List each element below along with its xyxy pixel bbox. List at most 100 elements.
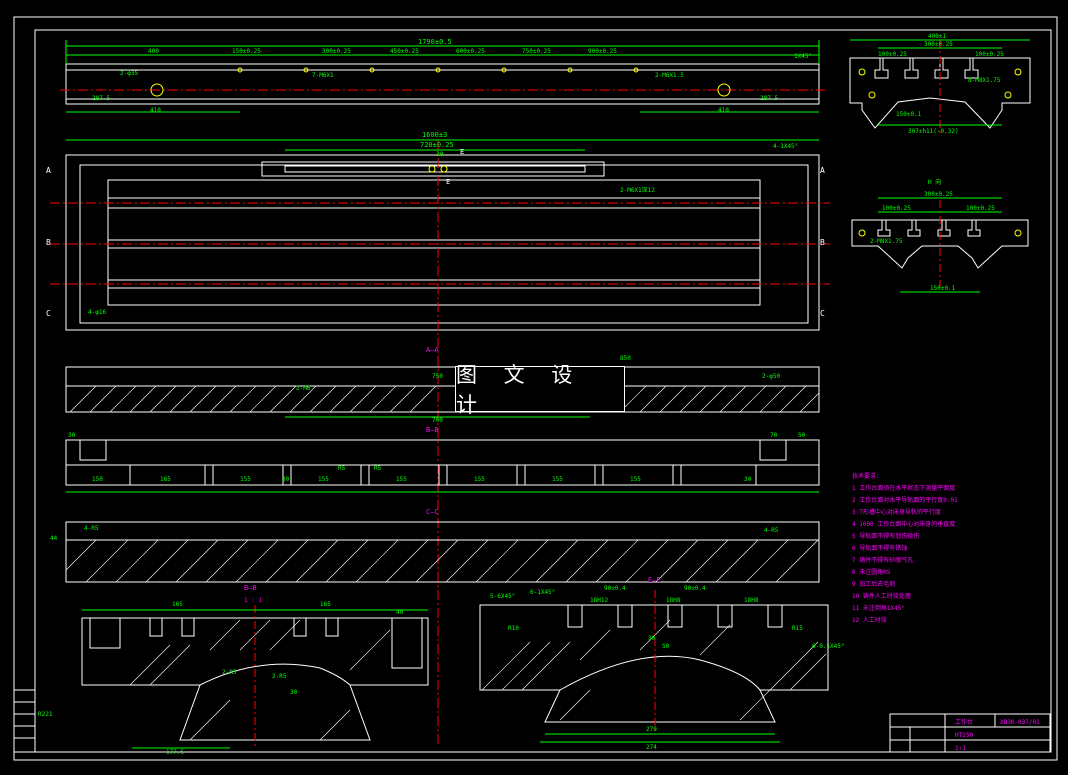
section-aa-title: A—A xyxy=(426,346,439,354)
section-a-right: A xyxy=(820,166,825,175)
top-label-right-offset: 287.5 xyxy=(760,95,778,102)
top-dim-750: 750±0.25 xyxy=(522,48,551,55)
ee-slot-h8-a: 18H8 xyxy=(666,597,681,604)
plan-dim-chamfer: 4-1X45° xyxy=(773,143,798,150)
top-label-left-410: 410 xyxy=(150,107,161,114)
top-total-dim: 1790±0.5 xyxy=(418,38,452,46)
plan-view: 1600±3 720±0.25 30 4-1X45° 2-M6X1深12 4-φ… xyxy=(46,131,830,745)
left-margin-cells xyxy=(13,689,36,753)
aa-dim-700: 700 xyxy=(432,417,443,424)
top-label-threads: 7-M6X1 xyxy=(312,72,334,79)
tech-note-2: 2 工作台面对水平导轨面的平行度0.01 xyxy=(852,496,958,504)
section-c-left: C xyxy=(46,309,51,318)
ee-slot-h8-b: 18H8 xyxy=(744,597,759,604)
ee-dim-90-right: 90±0.4 xyxy=(684,585,706,592)
bb-dim-150: 150 xyxy=(92,476,103,483)
end-dim-150: 150±0.1 xyxy=(896,111,922,118)
top-label-holes: 2-φ35 xyxy=(120,70,138,77)
tech-notes: 技术要求: 1 工作台面须在水平状态下测量平面度 2 工作台面对水平导轨面的平行… xyxy=(852,472,958,624)
bb-dim-155-d: 155 xyxy=(474,476,485,483)
h-dim-150: 150±0.1 xyxy=(930,285,956,292)
section-b-left: B xyxy=(46,238,51,247)
inner-frame xyxy=(34,29,1052,753)
ee-dim-90-left: 90±0.4 xyxy=(604,585,626,592)
bb-dim-155-f: 155 xyxy=(630,476,641,483)
top-dim-400: 400 xyxy=(148,48,159,55)
detail-dim-30: 30 xyxy=(290,689,298,696)
cc-dim-44: 44 xyxy=(50,535,58,542)
detail-radius-left: 2-R5 xyxy=(222,669,237,676)
plan-dim-holes: 4-φ16 xyxy=(88,309,106,316)
bb-dim-155-e: 155 xyxy=(552,476,563,483)
bb-dim-155-c: 155 xyxy=(396,476,407,483)
title-scale: 1:1 xyxy=(955,745,966,752)
top-view: 1790±0.5 400 150±0.25 300±0.25 450±0.25 … xyxy=(60,38,825,114)
tech-note-9: 9 加工后去毛刺 xyxy=(852,580,895,588)
top-dim-300: 300±0.25 xyxy=(322,48,351,55)
detail-bb-title: B—B xyxy=(244,584,257,592)
tech-note-8: 8 未注圆角R5 xyxy=(852,568,891,576)
aa-dim-750: 750 xyxy=(432,373,443,380)
tech-note-6: 6 导轨面不得有锈蚀 xyxy=(852,544,907,552)
section-cc: C—C 4-R5 4-R5 44 xyxy=(50,508,820,583)
h-view: H 向 300±0.25 100±0.25 100±0.25 2-M8X1.75… xyxy=(851,178,1029,293)
bb-dim-r5-b: R5 xyxy=(374,465,382,472)
bb-dim-r5-a: R5 xyxy=(338,465,346,472)
aa-threads: 2-M6 xyxy=(296,385,311,392)
top-label-threads-2: 2-M6X1.5 xyxy=(655,72,684,79)
section-a-left: A xyxy=(46,166,51,175)
h-view-title: H 向 xyxy=(928,178,941,186)
h-dim-100-right: 100±0.25 xyxy=(966,205,995,212)
title-block: XB3K-037/01 工作台 HT250 1:1 xyxy=(889,713,1051,753)
title-material: HT250 xyxy=(955,732,973,739)
detail-dim-40: 40 xyxy=(396,609,404,616)
section-e-bottom: E xyxy=(446,178,450,186)
bb-dim-30-b: 30 xyxy=(744,476,752,483)
section-b-right: B xyxy=(820,238,825,247)
plan-dim-1600: 1600±3 xyxy=(422,131,447,139)
detail-bb-scale: 1 : 1 xyxy=(244,597,262,604)
ee-chamfer-5: 5-6X45° xyxy=(490,593,515,600)
end-view: 400±1 300±0.25 100±0.25 100±0.25 307±h11… xyxy=(849,33,1031,135)
detail-dim-165-left: 165 xyxy=(172,601,183,608)
ee-dim-274: 274 xyxy=(646,744,657,751)
ee-radius-10: R10 xyxy=(508,625,519,632)
top-label-left-offset: 287.5 xyxy=(92,95,110,102)
tech-notes-title: 技术要求: xyxy=(852,472,880,480)
title-drawing-no: XB3K-037/01 xyxy=(1000,719,1040,726)
tech-note-10: 10 铸件人工时效处理 xyxy=(852,592,911,600)
plan-dim-30: 30 xyxy=(436,151,444,158)
end-dim-100-right: 100±0.25 xyxy=(975,51,1004,58)
bb-dim-155-a: 155 xyxy=(240,476,251,483)
cc-radius-right: 4-R5 xyxy=(764,527,779,534)
plan-dim-720: 720±0.25 xyxy=(420,141,454,149)
aa-holes: 2-φ50 xyxy=(762,373,780,380)
ee-dim-270: 270 xyxy=(646,726,657,733)
tech-note-12: 12 人工时效 xyxy=(852,616,887,624)
bb-dim-30: 30 xyxy=(68,432,76,439)
detail-dim-165-right: 165 xyxy=(320,601,331,608)
top-label-right-410: 410 xyxy=(718,107,729,114)
top-dim-chamfer: 1X45° xyxy=(794,53,812,60)
top-dim-900: 900±0.25 xyxy=(588,48,617,55)
watermark-banner: 图 文 设 计 xyxy=(455,363,625,417)
ee-dim-50: 50 xyxy=(662,643,670,650)
h-dim-threads-left: 2-M8X1.75 xyxy=(870,238,903,245)
ee-chamfer-6: 6-1X45° xyxy=(530,589,555,596)
tech-note-4: 4 1000 工作台面中心对床身的垂直度 xyxy=(852,520,955,528)
top-dim-150: 150±0.25 xyxy=(232,48,261,55)
title-part-name: 工作台 xyxy=(955,718,973,726)
detail-dim-177: 177.5 xyxy=(166,749,184,756)
section-e-top: E xyxy=(460,148,464,156)
section-aa: A—A 2-M6 850 2-φ50 750 700 xyxy=(65,346,820,424)
top-dim-600: 600±0.25 xyxy=(456,48,485,55)
plan-dim-threads: 2-M6X1深12 xyxy=(620,186,655,194)
tech-note-5: 5 导轨面不得有划伤碰伤 xyxy=(852,532,919,540)
end-dim-threads: 8-M8X1.75 xyxy=(968,77,1001,84)
end-dim-307: 307±h11(-0.32) xyxy=(908,128,959,135)
ee-dim-30: 30 xyxy=(648,635,656,642)
tech-note-11: 11 未注倒角1X45° xyxy=(852,604,905,612)
section-bb-detail: B—B 1 : 1 165 165 2-R5 2-R5 30 R221 177.… xyxy=(38,584,429,756)
section-bb: B—B 30 70 50 150 165 155 30 155 R5 155 R… xyxy=(65,426,820,493)
